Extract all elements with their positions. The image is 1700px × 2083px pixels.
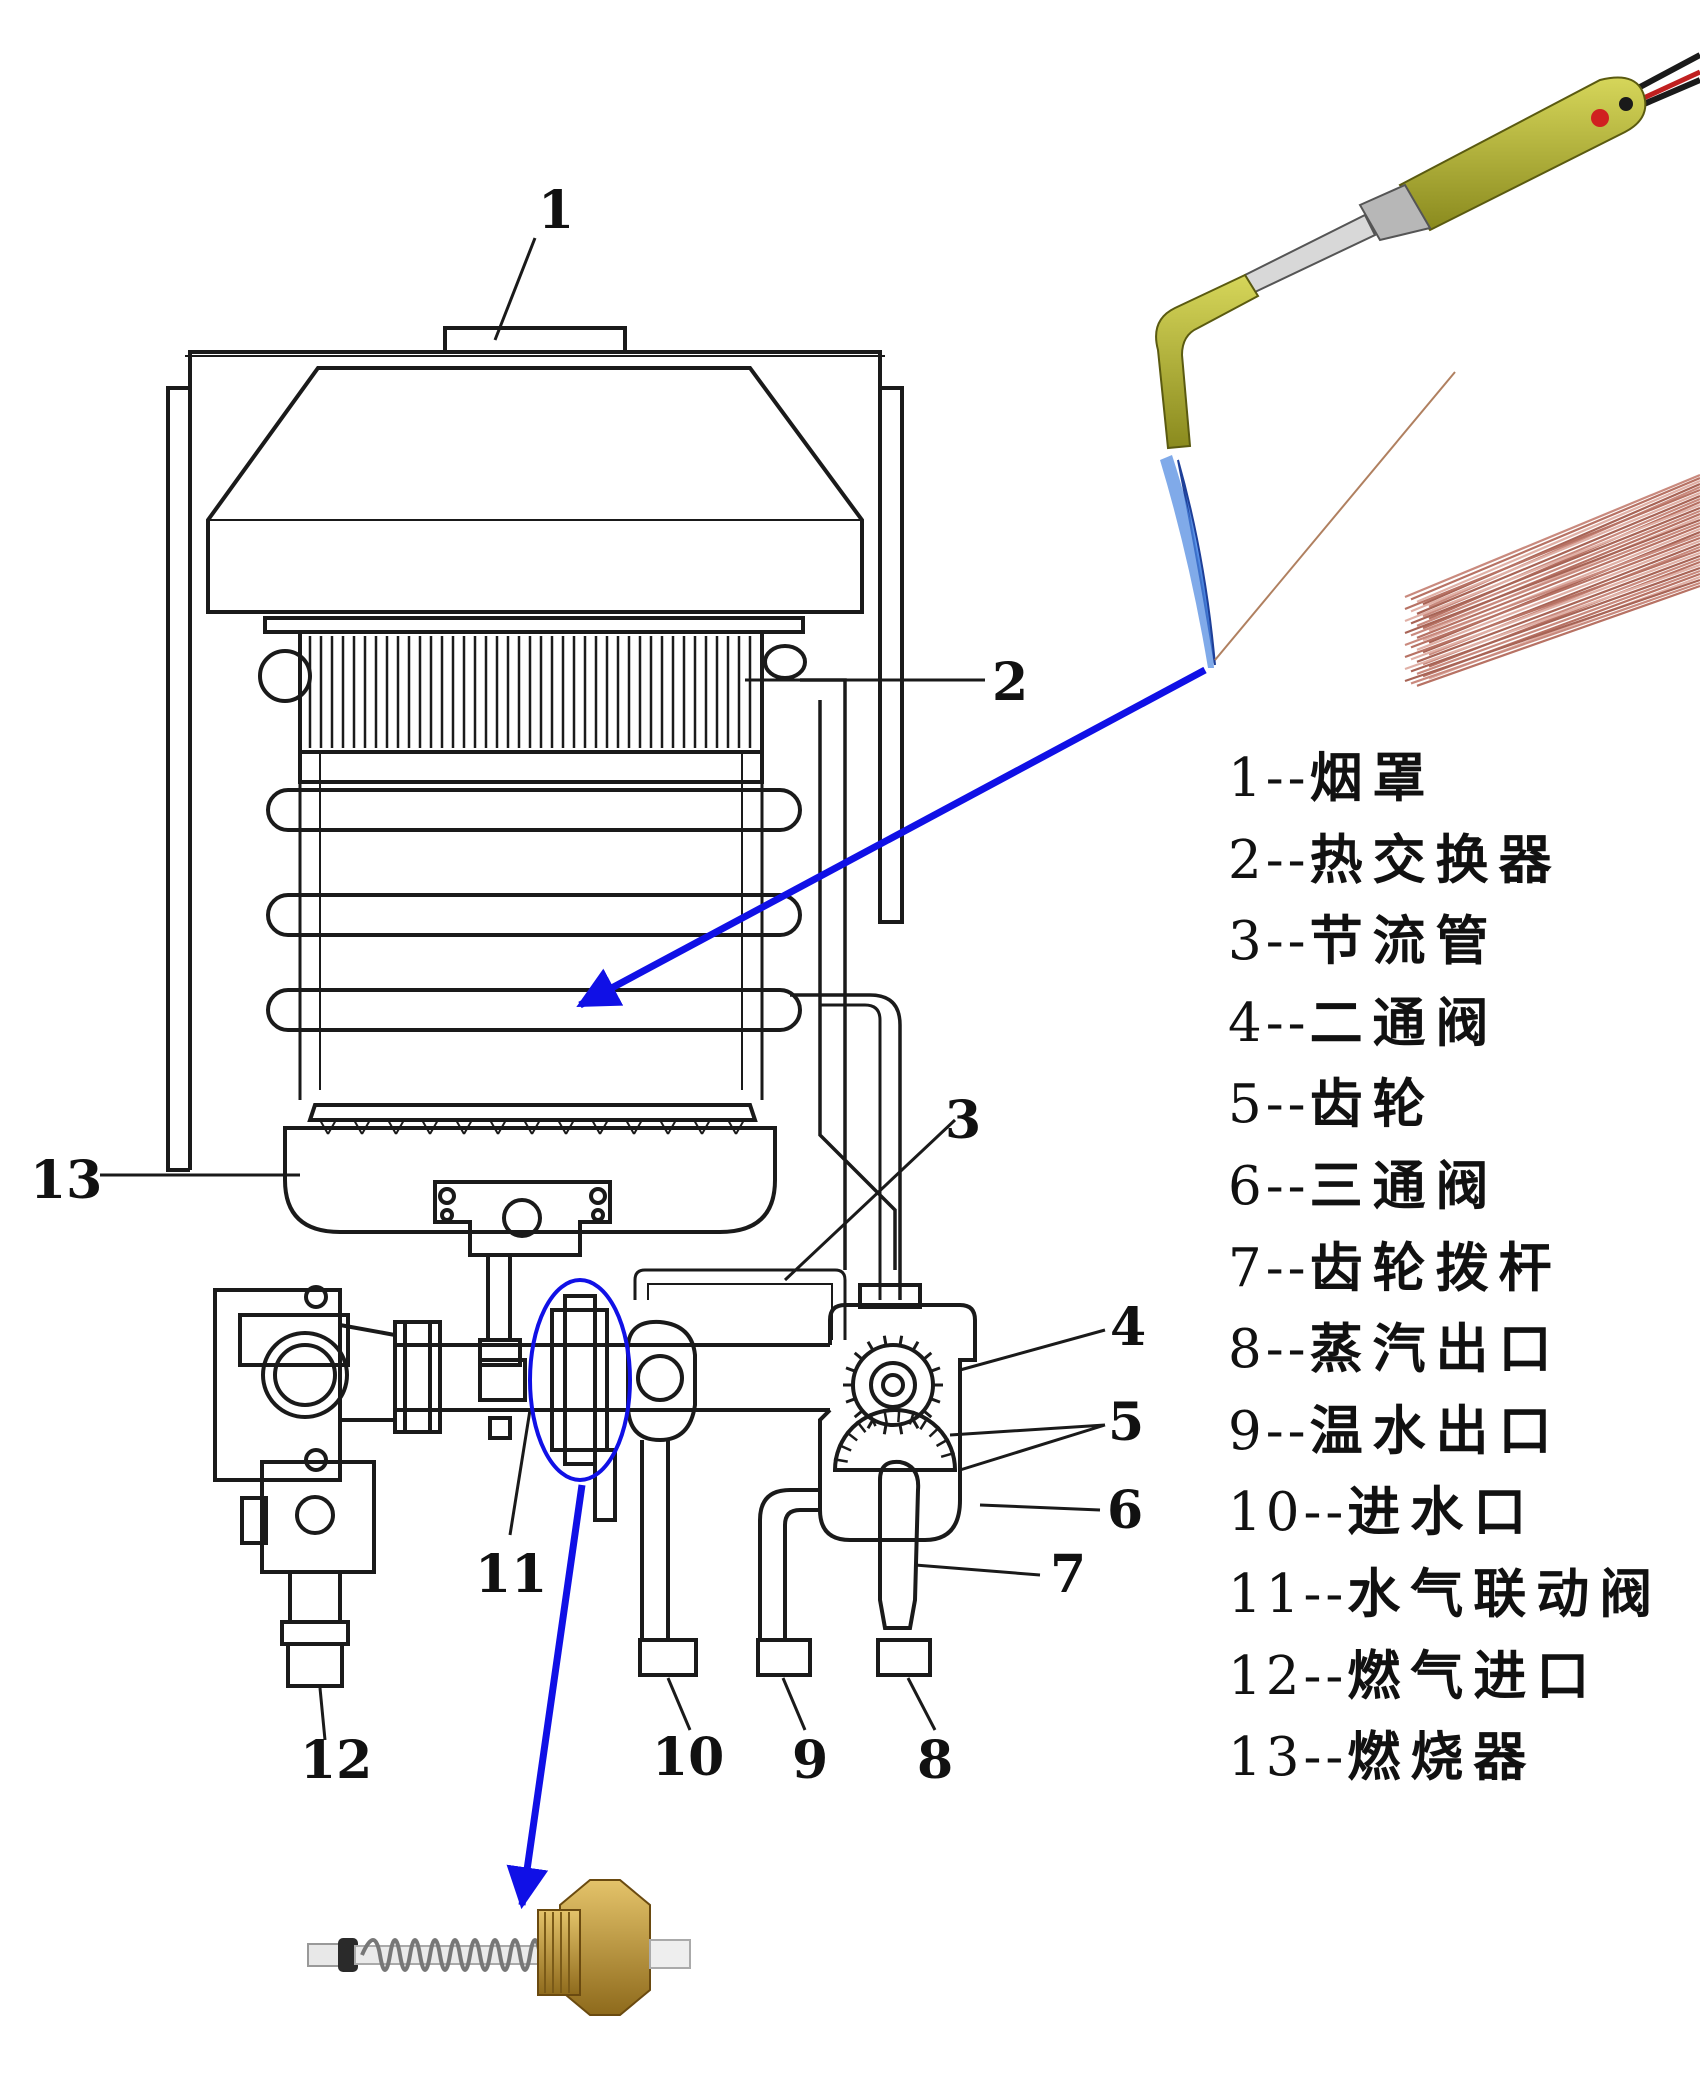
legend-number: 6 [1228,1155,1266,1217]
legend-text: 燃气进口 [1347,1645,1600,1707]
legend-number: 13 [1228,1727,1304,1789]
callout-8: 8 [917,1730,953,1791]
callout-1: 1 [538,180,574,241]
legend-separator: -- [1265,911,1310,973]
legend-text: 水气联动阀 [1347,1563,1663,1625]
callout-numbers: 1 2 3 4 5 6 7 8 9 10 11 12 13 [30,180,1146,1791]
callout-12: 12 [300,1730,372,1791]
legend-text: 进水口 [1347,1482,1537,1544]
water-gas-linkage-valve [550,1294,617,1522]
legend-text: 齿轮 [1309,1074,1436,1136]
legend-text: 二通阀 [1309,992,1499,1054]
legend-text: 燃烧器 [1347,1727,1537,1789]
legend-text: 烟罩 [1309,748,1436,809]
legend-separator: -- [1265,1237,1310,1299]
legend-item: 7--齿轮拨杆 [1228,1228,1662,1310]
burner [283,1103,777,1257]
callout-3: 3 [945,1090,981,1151]
legend-item: 4--二通阀 [1228,983,1662,1065]
valve-body [818,1283,977,1630]
callout-4: 4 [1110,1297,1146,1358]
callout-11: 11 [475,1544,547,1605]
legend-separator: -- [1265,1400,1310,1462]
gas-inlet-assembly [213,1285,397,1688]
legend-number: 8 [1228,1319,1266,1381]
callout-10: 10 [652,1727,724,1788]
legend-text: 热交换器 [1309,829,1562,891]
legend-item: 13--燃烧器 [1228,1717,1662,1799]
linkage-valve-highlight [528,1278,632,1482]
legend-number: 7 [1228,1237,1266,1299]
legend-item: 5--齿轮 [1228,1064,1662,1146]
heat-exchanger [258,616,807,1100]
legend-item: 6--三通阀 [1228,1146,1662,1228]
brazing-torch-image [1155,52,1700,668]
legend-number: 5 [1228,1074,1266,1136]
legend-number: 12 [1228,1645,1304,1707]
legend-item: 12--燃气进口 [1228,1636,1662,1718]
legend-item: 9--温水出口 [1228,1391,1662,1473]
callout-6: 6 [1107,1480,1143,1541]
legend-item: 8--蒸汽出口 [1228,1309,1662,1391]
legend-separator: -- [1265,1319,1310,1381]
legend-text: 蒸汽出口 [1309,1319,1562,1381]
heater-drawing [166,326,977,1688]
legend-item: 1--烟罩 [1228,738,1662,820]
callout-13: 13 [30,1150,102,1211]
legend-number: 2 [1228,829,1266,891]
legend-text: 三通阀 [1309,1155,1499,1217]
legend-item: 2--热交换器 [1228,820,1662,902]
legend-number: 11 [1228,1563,1304,1625]
legend-item: 10--进水口 [1228,1472,1662,1554]
legend-separator: -- [1303,1563,1348,1625]
callout-5: 5 [1108,1392,1144,1453]
legend-number: 9 [1228,1400,1266,1462]
arrow-to-heat-exchanger [576,666,1207,1009]
legend-separator: -- [1265,1155,1310,1217]
legend-item: 11--水气联动阀 [1228,1554,1662,1636]
smoke-hood [206,326,864,614]
legend-separator: -- [1303,1482,1348,1544]
legend-number: 10 [1228,1482,1304,1544]
callout-7: 7 [1050,1544,1086,1605]
legend-separator: -- [1303,1645,1348,1707]
legend-separator: -- [1303,1727,1348,1789]
legend-number: 4 [1228,992,1266,1054]
legend-text: 齿轮拨杆 [1309,1237,1562,1299]
legend-text: 节流管 [1309,911,1499,973]
arrow-to-valve-part [506,1484,586,1910]
valve-spring-part-image [307,1879,691,2016]
legend-separator: -- [1265,829,1310,891]
copper-brazing-rods-image [1404,473,1700,687]
legend-item: 3--节流管 [1228,901,1662,983]
legend-number: 1 [1228,748,1266,809]
legend-separator: -- [1265,992,1310,1054]
leader-lines [100,237,1106,1741]
legend-number: 3 [1228,911,1266,973]
callout-9: 9 [792,1730,828,1791]
legend-separator: -- [1265,748,1310,809]
legend-text: 温水出口 [1309,1400,1562,1462]
legend-separator: -- [1265,1074,1310,1136]
casing [166,350,904,1172]
callout-2: 2 [992,652,1028,713]
